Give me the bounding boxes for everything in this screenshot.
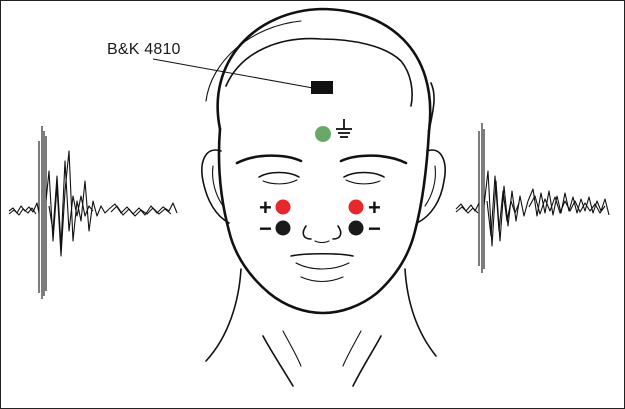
head-outline bbox=[202, 9, 445, 386]
left-negative-electrode bbox=[276, 221, 291, 236]
device-rect bbox=[311, 81, 333, 94]
left-waveform bbox=[9, 126, 177, 299]
right-waveform bbox=[456, 123, 609, 273]
ground-icon bbox=[336, 119, 352, 137]
ground-electrode bbox=[315, 126, 331, 142]
left-minus-sign: − bbox=[259, 216, 272, 241]
right-positive-electrode bbox=[349, 200, 364, 215]
mouth bbox=[291, 254, 353, 282]
right-minus-sign: − bbox=[368, 216, 381, 241]
eyes bbox=[259, 173, 384, 184]
right-negative-electrode bbox=[349, 221, 364, 236]
nose bbox=[303, 226, 340, 243]
left-positive-electrode bbox=[276, 200, 291, 215]
eyebrows bbox=[237, 156, 406, 163]
